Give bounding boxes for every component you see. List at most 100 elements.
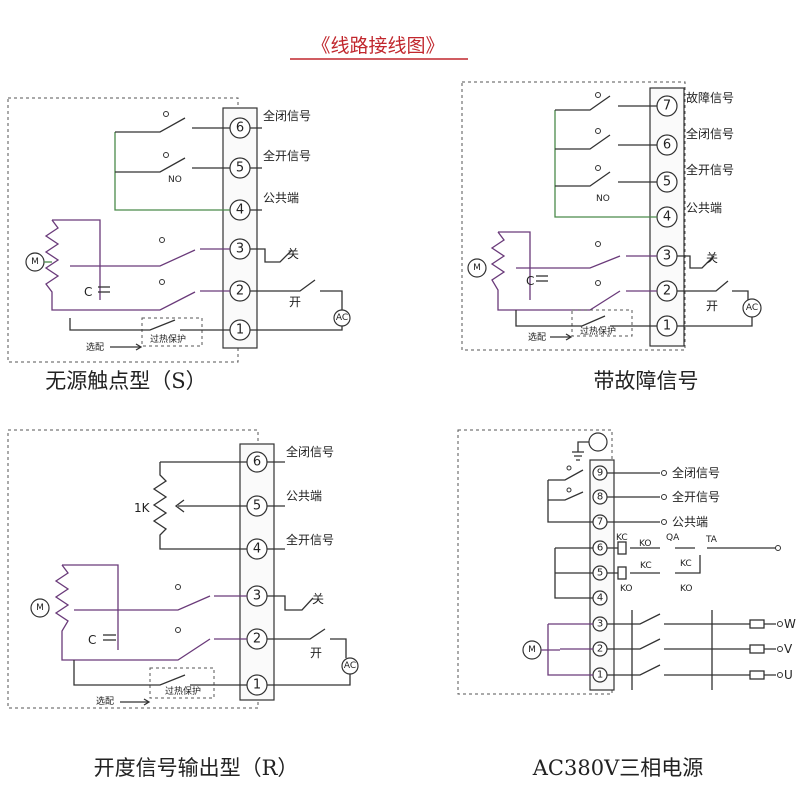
svg-text:7: 7 xyxy=(663,99,671,114)
r-label-open: 开 xyxy=(310,646,322,660)
svg-text:AC: AC xyxy=(336,313,348,323)
s-overheat-box xyxy=(141,317,203,347)
panel-fault: 7 6 5 4 3 2 1 NO M C 过热保护 选配 关 开 AC 故障 xyxy=(461,81,762,393)
s-switch-6 xyxy=(115,117,230,133)
svg-text:M: M xyxy=(528,645,536,655)
svg-text:M: M xyxy=(36,603,44,613)
s-overheat-label: 过热保护 xyxy=(150,333,186,345)
svg-text:2: 2 xyxy=(236,284,244,299)
ac380-qa-label: QA xyxy=(666,533,680,543)
svg-text:3: 3 xyxy=(236,242,244,257)
ac380-label-9: 全闭信号 xyxy=(672,465,720,480)
fault-terminals: 7 6 5 4 3 2 1 xyxy=(656,95,678,337)
s-optional-label: 选配 xyxy=(86,341,104,353)
fault-label-open: 开 xyxy=(706,299,718,313)
fault-label-4: 公共端 xyxy=(686,201,722,215)
s-terminal-block xyxy=(222,107,258,349)
s-common-wire xyxy=(114,132,230,211)
ground-icon xyxy=(588,432,608,452)
fault-capacitor-label: C xyxy=(526,274,534,288)
fault-overheat-box xyxy=(571,309,633,337)
r-potentiometer xyxy=(152,461,247,550)
s-label-open: 开 xyxy=(289,295,301,309)
r-motor-icon xyxy=(30,598,50,618)
s-open-ext xyxy=(250,279,343,310)
svg-text:9: 9 xyxy=(597,468,603,479)
svg-text:4: 4 xyxy=(597,593,603,604)
svg-text:2: 2 xyxy=(253,632,261,647)
svg-text:6: 6 xyxy=(597,543,603,554)
s-motor-winding xyxy=(44,219,70,311)
s-close-wire xyxy=(70,248,230,267)
s-open-wire xyxy=(70,290,230,311)
svg-text:2: 2 xyxy=(663,284,671,299)
ac380-ko-label-1: KO xyxy=(639,539,652,549)
ac380-terminals: 9 8 7 6 5 4 3 2 1 xyxy=(592,465,608,683)
ac380-label-7: 公共端 xyxy=(672,515,708,529)
ac380-caption: AC380V三相电源 xyxy=(532,756,703,780)
panel-r: 6 5 4 3 2 1 1K M C 过热保护 选配 关 开 AC 全闭信号 公… xyxy=(7,429,359,780)
r-overheat-label: 过热保护 xyxy=(165,685,201,697)
fault-label-7: 故障信号 xyxy=(686,90,734,105)
s-label-close: 关 xyxy=(287,247,299,261)
s-no-label: NO xyxy=(168,175,182,185)
svg-text:3: 3 xyxy=(597,619,603,630)
fault-motor-icon xyxy=(467,258,487,278)
svg-text:7: 7 xyxy=(597,517,603,528)
r-boundary xyxy=(7,429,259,709)
fault-caption: 带故障信号 xyxy=(594,369,699,393)
s-caption: 无源触点型（S） xyxy=(45,369,206,393)
r-pot-label: 1K xyxy=(134,501,151,515)
ac380-boundary xyxy=(457,429,613,695)
svg-text:6: 6 xyxy=(236,121,244,136)
svg-text:1: 1 xyxy=(253,678,261,693)
panel-s: 6 5 4 3 2 1 NO M C 过热保护 选配 关 xyxy=(7,97,351,393)
svg-text:3: 3 xyxy=(663,249,671,264)
svg-text:M: M xyxy=(473,263,481,273)
s-label-5: 全开信号 xyxy=(263,148,311,163)
svg-text:5: 5 xyxy=(253,499,261,514)
r-caption: 开度信号输出型（R） xyxy=(94,756,299,780)
r-capacitor-label: C xyxy=(88,633,96,647)
ac380-ko-label-2: KO xyxy=(620,584,633,594)
svg-text:6: 6 xyxy=(253,455,261,470)
ac380-label-v: V xyxy=(784,642,793,656)
ac380-label-8: 全开信号 xyxy=(672,489,720,504)
ac380-ko-label-3: KO xyxy=(680,584,693,594)
r-label-6: 全闭信号 xyxy=(286,444,334,459)
s-boundary xyxy=(7,97,239,363)
svg-text:4: 4 xyxy=(663,210,671,225)
r-motor-winding xyxy=(54,564,74,661)
s-capacitor-label: C xyxy=(84,285,92,299)
s-overheat-wire xyxy=(69,318,230,331)
r-label-4: 全开信号 xyxy=(286,532,334,547)
page-title: 《线路接线图》 xyxy=(311,35,444,57)
svg-text:5: 5 xyxy=(597,568,603,579)
s-close-ext xyxy=(250,248,293,263)
fault-no-label: NO xyxy=(596,194,610,204)
s-label-6: 全闭信号 xyxy=(263,108,311,123)
ac380-ta-label: TA xyxy=(705,535,718,545)
r-overheat-box xyxy=(149,667,215,699)
s-terminals: 6 5 4 3 2 1 xyxy=(229,117,251,341)
panel-ac380: 9 8 7 6 5 4 3 2 1 全闭信号 全开信号 公共端 KC KO QA… xyxy=(457,429,796,780)
svg-text:3: 3 xyxy=(253,589,261,604)
s-switch-5 xyxy=(115,157,230,173)
ac380-kc-label-3: KC xyxy=(680,559,692,569)
svg-text:4: 4 xyxy=(236,203,244,218)
fault-label-5: 全开信号 xyxy=(686,162,734,177)
svg-text:AC: AC xyxy=(746,303,758,313)
fault-label-6: 全闭信号 xyxy=(686,126,734,141)
fault-common-wire xyxy=(554,110,657,218)
svg-text:M: M xyxy=(31,257,39,267)
fault-label-close: 关 xyxy=(706,251,718,265)
svg-text:5: 5 xyxy=(663,175,671,190)
svg-text:1: 1 xyxy=(663,319,671,334)
fault-overheat-label: 过热保护 xyxy=(580,325,616,337)
svg-text:8: 8 xyxy=(597,492,603,503)
r-label-close: 关 xyxy=(312,592,324,606)
svg-text:5: 5 xyxy=(236,161,244,176)
svg-text:4: 4 xyxy=(253,542,261,557)
svg-text:6: 6 xyxy=(663,138,671,153)
